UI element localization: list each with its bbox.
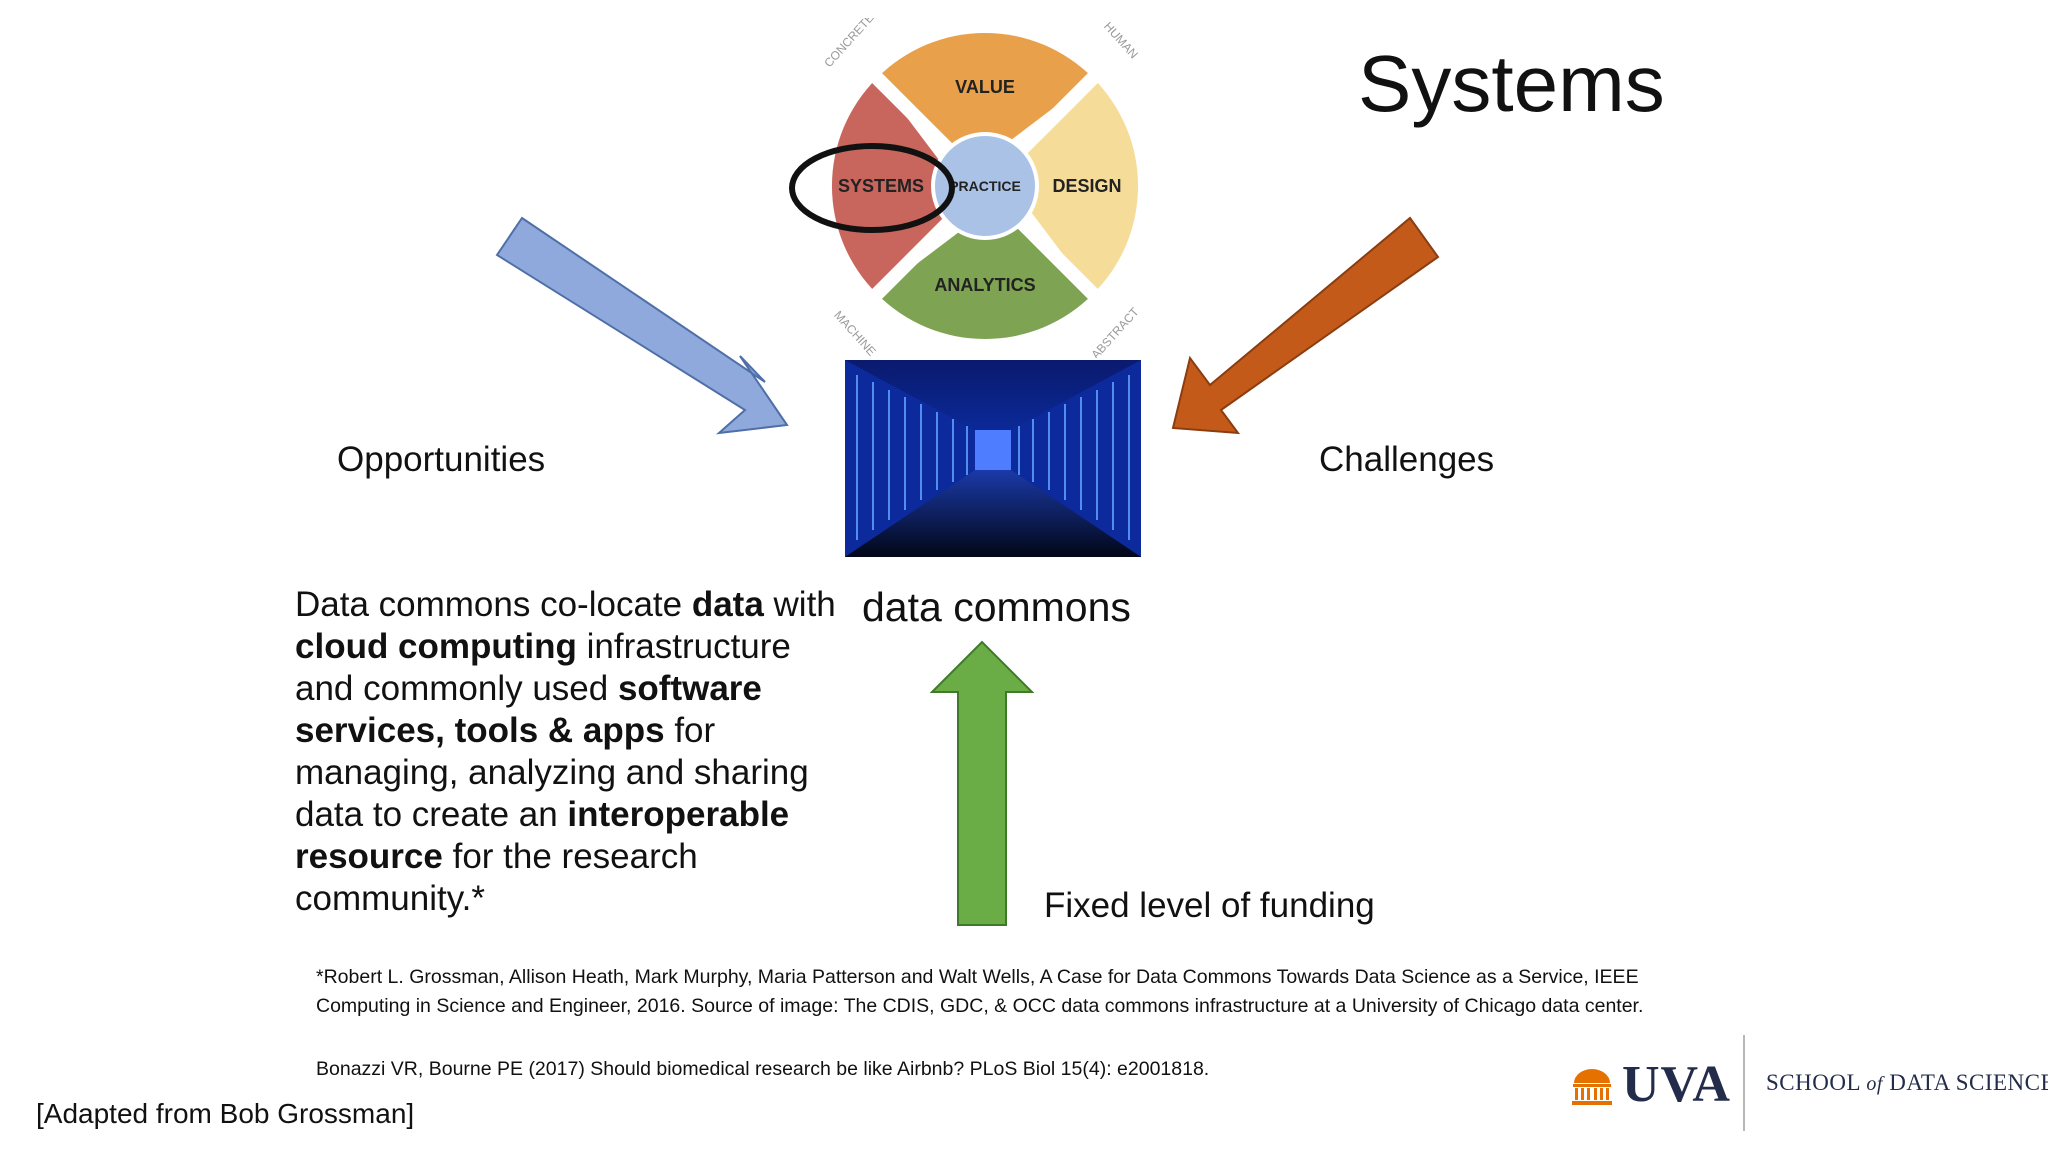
desc-bold: cloud computing: [295, 627, 577, 666]
wheel-value-segment: [877, 32, 1093, 171]
sds-part: SCHOOL: [1766, 1070, 1867, 1095]
data-science-wheel: PRACTICE VALUE DESIGN ANALYTICS SYSTEMS …: [789, 18, 1150, 358]
logo-divider: [1743, 1035, 1745, 1131]
adapted-credit: [Adapted from Bob Grossman]: [36, 1098, 415, 1129]
sds-part: DATA SCIENCE: [1882, 1070, 2048, 1095]
funding-arrow: [929, 640, 1035, 926]
wheel-systems-segment: [831, 78, 970, 294]
desc-text: for the research community.*: [295, 837, 698, 918]
funding-label: Fixed level of funding: [1044, 886, 1375, 925]
desc-text: for managing, analyzing and sharing data…: [295, 711, 809, 834]
systems-highlight-ring: [789, 143, 955, 233]
uva-wordmark: UVA: [1622, 1056, 1731, 1113]
challenges-arrow: [1171, 216, 1440, 435]
wheel-value-label: VALUE: [955, 77, 1015, 97]
opportunities-label: Opportunities: [337, 440, 546, 479]
desc-bold: software services, tools & apps: [295, 669, 762, 750]
data-center-image: [845, 360, 1141, 557]
school-of-data-science-wordmark: SCHOOL of DATA SCIENCE: [1766, 1070, 2048, 1096]
reference-bonazzi: Bonazzi VR, Bourne PE (2017) Should biom…: [316, 1058, 1210, 1080]
wheel-practice-label: PRACTICE: [949, 178, 1021, 194]
wheel-analytics-label: ANALYTICS: [934, 275, 1035, 295]
desc-text: infrastructure and commonly used: [295, 627, 791, 708]
wheel-systems-label: SYSTEMS: [838, 176, 924, 196]
data-commons-label: data commons: [862, 584, 1131, 630]
wheel-design-segment: [1000, 78, 1139, 294]
desc-text: Data commons co-locate: [295, 585, 692, 624]
wheel-practice-center: [931, 132, 1039, 240]
desc-bold: interoperable resource: [295, 795, 790, 876]
desc-text: with: [763, 585, 836, 624]
wheel-analytics-segment: [877, 201, 1093, 340]
challenges-label: Challenges: [1319, 440, 1495, 479]
wheel-design-label: DESIGN: [1052, 176, 1121, 196]
desc-bold: data: [691, 585, 764, 624]
slide-title: Systems: [1358, 39, 1665, 128]
reference-grossman: *Robert L. Grossman, Allison Heath, Mark…: [316, 966, 1644, 1017]
uva-logo: UVA: [1570, 1055, 1731, 1114]
data-commons-description: Data commons co-locate data with cloud c…: [295, 584, 855, 920]
rotunda-icon: [1572, 1068, 1612, 1105]
sds-part: of: [1866, 1073, 1883, 1095]
opportunities-arrow: [495, 216, 789, 435]
